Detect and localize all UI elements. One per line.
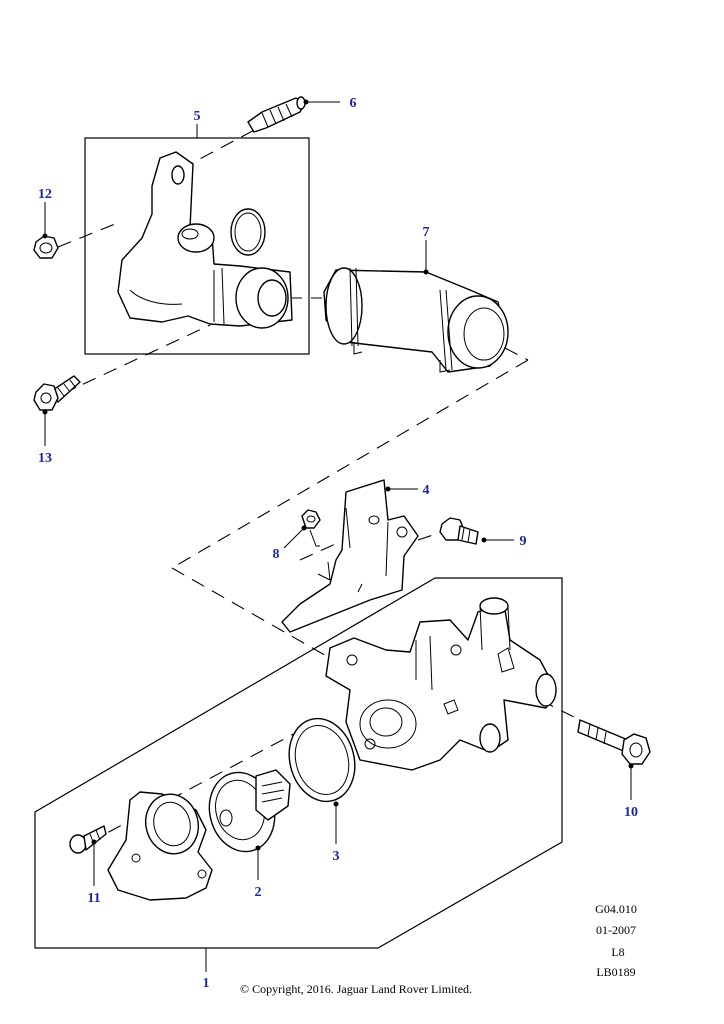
callout-1: 1 <box>203 976 210 991</box>
hose-7 <box>323 267 509 373</box>
callout-9: 9 <box>520 534 527 549</box>
diagram-model: L8 <box>611 945 624 959</box>
gasket-3 <box>288 717 356 803</box>
callout-3: 3 <box>333 849 340 864</box>
diagram-code: G04.010 <box>595 902 637 916</box>
callout-labels: 5 6 7 12 13 4 8 9 10 3 2 11 1 <box>38 96 638 991</box>
callout-2: 2 <box>255 885 262 900</box>
diagram-ref: LB0189 <box>596 965 635 979</box>
screw-11 <box>69 825 107 854</box>
callout-4: 4 <box>423 483 430 498</box>
thermostat-2 <box>208 769 291 853</box>
bolt-9 <box>439 517 479 545</box>
reference-block: G04.010 01-2007 L8 LB0189 <box>595 902 637 979</box>
outlet-housing-5 <box>117 151 293 329</box>
bracket-4 <box>281 479 419 633</box>
callout-8: 8 <box>273 547 280 562</box>
copyright-notice: © Copyright, 2016. Jaguar Land Rover Lim… <box>240 982 472 996</box>
assembly-box-1 <box>34 577 563 949</box>
thermostat-housing <box>325 597 557 771</box>
inlet-housing <box>107 791 213 901</box>
callout-5: 5 <box>194 109 201 124</box>
bolt-6 <box>247 96 306 133</box>
callout-11: 11 <box>87 891 100 906</box>
callout-7: 7 <box>423 225 430 240</box>
leader-lines <box>42 99 634 972</box>
callout-10: 10 <box>624 805 638 820</box>
callout-12: 12 <box>38 187 52 202</box>
diagram-date: 01-2007 <box>596 923 636 937</box>
bolt-13 <box>33 375 81 411</box>
bolt-10 <box>577 719 651 765</box>
nut-12 <box>33 235 59 259</box>
alignment-lines <box>57 125 581 844</box>
callout-6: 6 <box>350 96 357 111</box>
callout-13: 13 <box>38 451 52 466</box>
o-ring-upper <box>230 208 266 256</box>
